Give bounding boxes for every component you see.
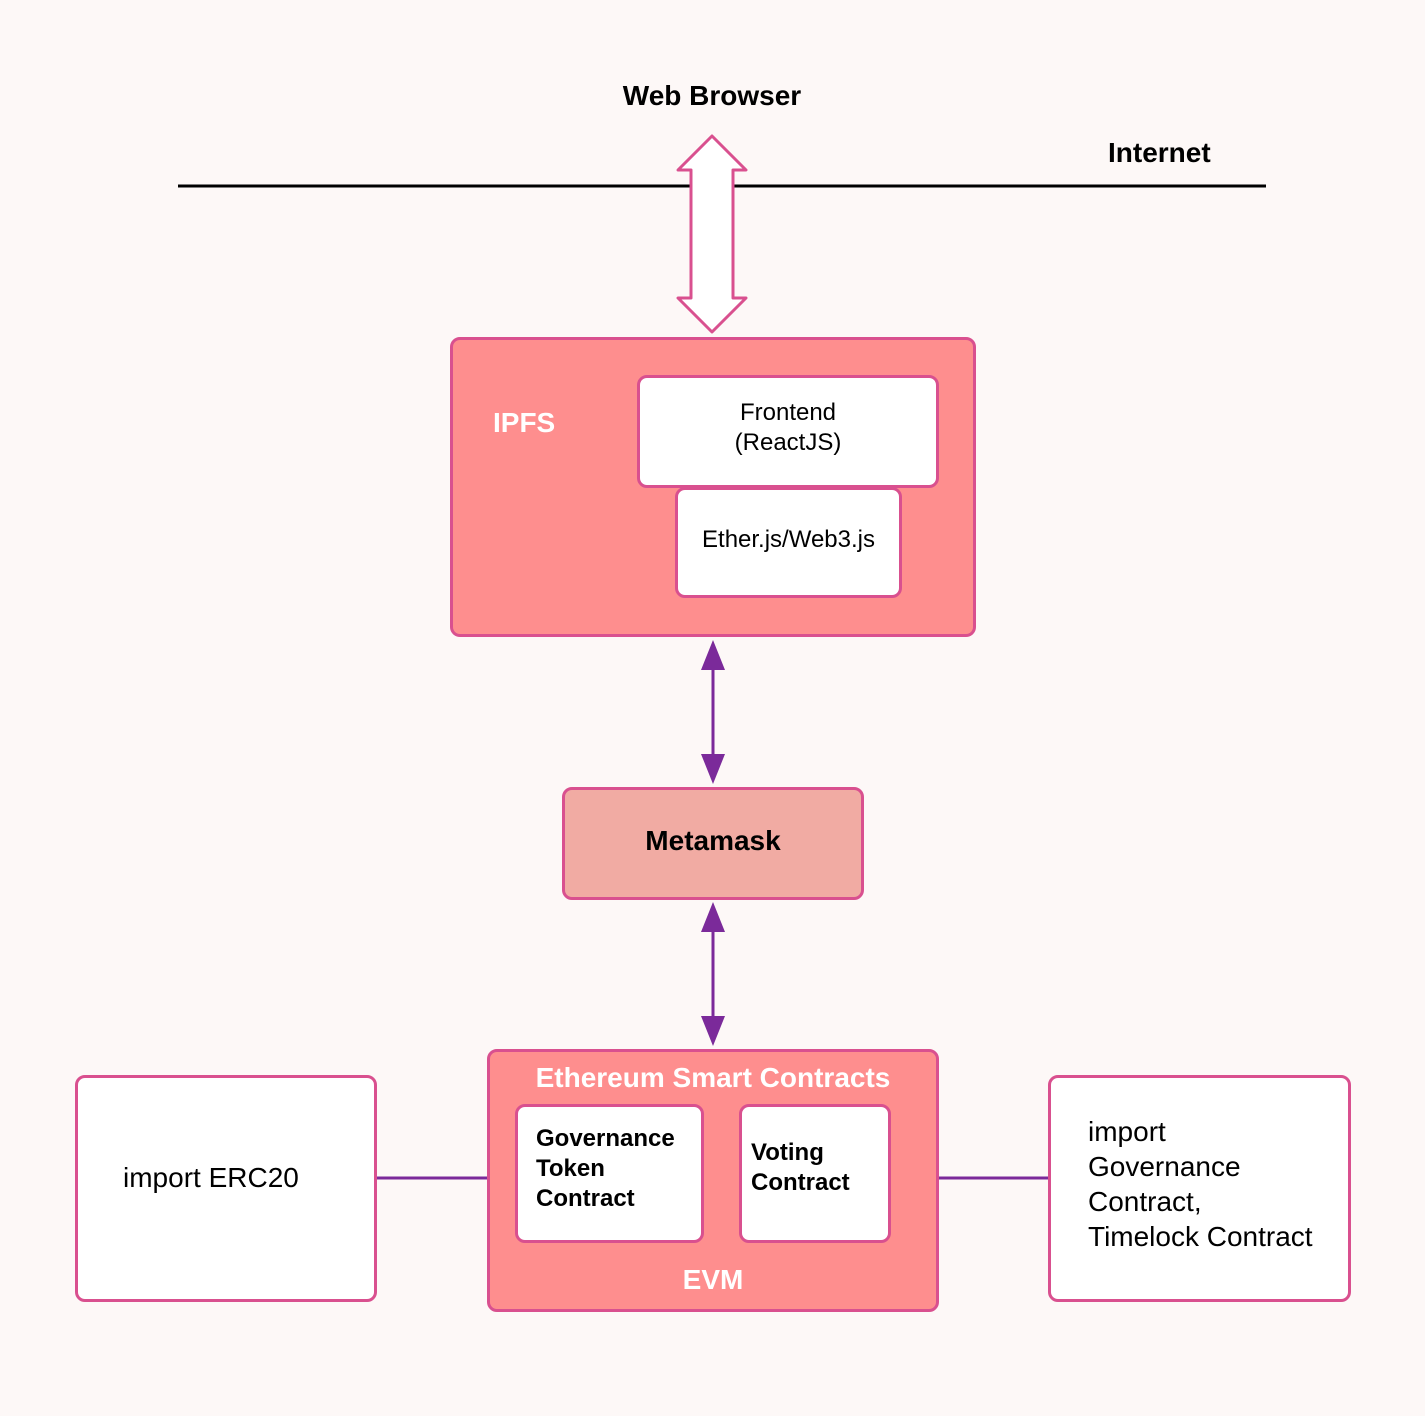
governance-token-box: Governance Token Contract: [515, 1104, 704, 1243]
frontend-name: Frontend: [739, 399, 837, 426]
import-erc20-label: import ERC20: [123, 1162, 299, 1193]
voting-contract-label: Voting Contract: [751, 1139, 850, 1196]
metamask-label: Metamask: [645, 825, 781, 856]
ether-lib-box: Ether.js/Web3.js: [675, 487, 902, 598]
import-governance-box: import Governance Contract, Timelock Con…: [1048, 1075, 1351, 1302]
ether-lib-label: Ether.js/Web3.js: [702, 526, 875, 553]
web-browser-double-arrow: [676, 134, 748, 334]
governance-token-label: Governance Token Contract: [536, 1125, 675, 1212]
metamask-box: Metamask: [562, 787, 864, 900]
web-browser-label: Web Browser: [622, 80, 802, 111]
arrowhead-down-icon: [701, 754, 725, 784]
frontend-framework: (ReactJS): [734, 429, 842, 456]
import-erc20-box: import ERC20: [75, 1075, 377, 1302]
voting-contract-box: Voting Contract: [739, 1104, 891, 1243]
evm-label: EVM: [682, 1264, 744, 1295]
frontend-label: Frontend (ReactJS): [640, 398, 936, 458]
frontend-box: Frontend (ReactJS): [637, 375, 939, 488]
arrowhead-up-icon: [701, 902, 725, 932]
ipfs-label: IPFS: [493, 407, 556, 438]
ethereum-contracts-label: Ethereum Smart Contracts: [535, 1062, 891, 1093]
internet-label: Internet: [1108, 137, 1211, 168]
arrowhead-up-icon: [701, 640, 725, 670]
arrowhead-down-icon: [701, 1016, 725, 1046]
import-governance-label: import Governance Contract, Timelock Con…: [1088, 1116, 1313, 1252]
